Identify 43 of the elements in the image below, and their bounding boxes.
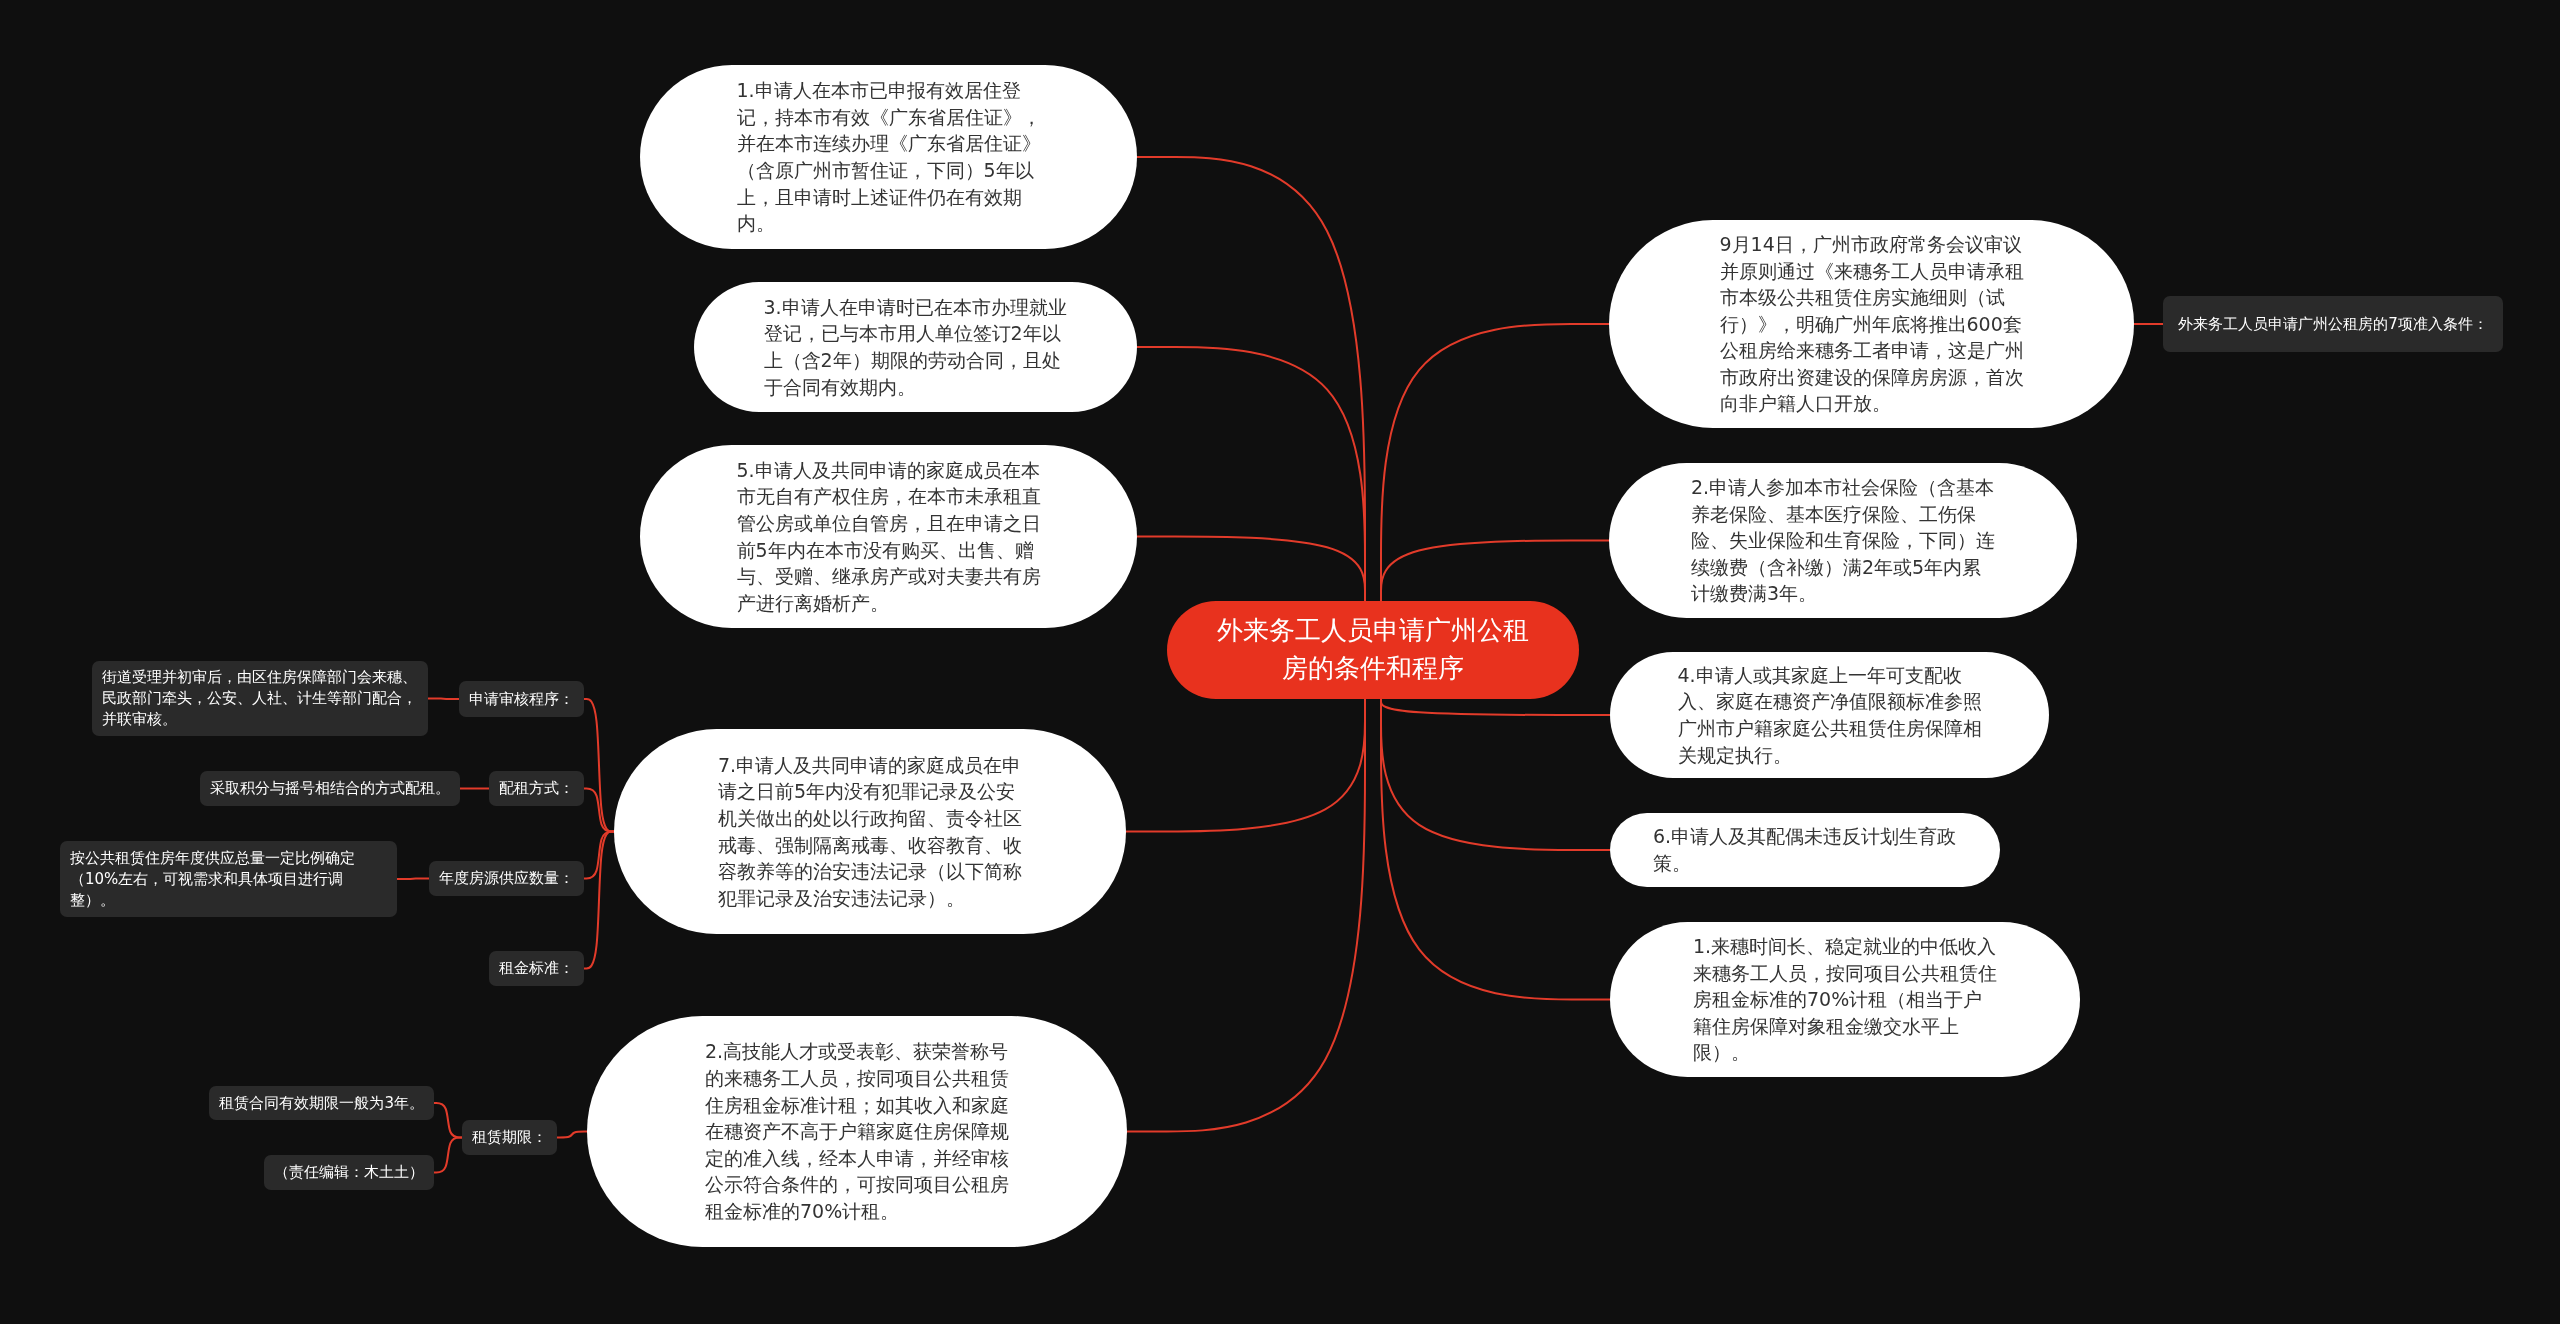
- node-text: 租赁合同有效期限一般为3年。: [219, 1092, 424, 1114]
- node-text: 1.申请人在本市已申报有效居住登记，持本市有效《广东省居住证》，并在本市连续办理《广东省居住证》（含原广州市暂住证，下同）5年以上，且申请时上述证件仍在有效期内。: [736, 78, 1041, 237]
- node-text: 6.申请人及其配偶未违反计划生育政策。: [1653, 824, 1957, 876]
- connector-line: [556, 1130, 588, 1139]
- connector-line: [1380, 539, 1610, 602]
- note-label: [200, 771, 460, 806]
- note-label: [92, 661, 428, 736]
- node-text: 租赁期限：: [472, 1127, 547, 1148]
- connector-line: [433, 1102, 463, 1139]
- node-text: 7.申请人及共同申请的家庭成员在申请之日前5年内没有犯罪记录及公安机关做出的处以行政拘留、责令社区戒毒、强制隔离戒毒、收容教育、收容教养等的治安违法记录（以下简称犯罪记录及治安违法记录）。: [718, 752, 1022, 911]
- node-text: 按公共租赁住房年度供应总量一定比例确定（10%左右，可视需求和具体项目进行调整）。: [70, 847, 356, 911]
- note-label: [489, 771, 584, 806]
- node-text: 4.申请人或其家庭上一年可支配收入、家庭在穗资产净值限额标准参照广州市户籍家庭公共租赁住房保障相关规定执行。: [1677, 662, 1982, 768]
- connector-line: [583, 830, 615, 970]
- node-text: 9月14日，广州市政府常务会议审议并原则通过《来穗务工人员申请承租市本级公共租赁住房实施细则（试行）》，明确广州年底将推出600套公租房给来穗务工者申请，这是广州市政府出资建设的保障房房源，首次向非户籍人口开放。: [1719, 231, 2024, 417]
- note-label: [459, 681, 584, 717]
- note-label: [209, 1086, 434, 1120]
- note-label: [264, 1155, 434, 1190]
- connector-line: [427, 697, 460, 700]
- connector-line: [1136, 535, 1366, 602]
- note-label: [429, 861, 584, 896]
- node-text: 2.申请人参加本市社会保险（含基本养老保险、基本医疗保险、工伤保险、失业保险和生育保险，下同）连续缴费（含补缴）满2年或5年内累计缴费满3年。: [1691, 475, 1995, 607]
- note-label: [462, 1120, 557, 1155]
- node-text: 1.来穗时间长、稳定就业的中低收入来穗务工人员，按同项目公共租赁住房租金标准的70%计租（相当于户籍住房保障对象租金缴交水平上限）。: [1693, 934, 1997, 1066]
- connector-line: [2133, 323, 2164, 325]
- node-text: 街道受理并初审后，由区住房保障部门会来穗、民政部门牵头，公安、人社、计生等部门配合，并联审核。: [102, 667, 418, 730]
- node-text: （责任编辑：木土土）: [274, 1162, 424, 1183]
- note-label: [489, 951, 584, 986]
- connector-line: [459, 787, 490, 790]
- node-text: 外来务工人员申请广州公租房的条件和程序: [1216, 614, 1530, 685]
- node-text: 申请审核程序：: [469, 688, 574, 710]
- note-label: [2163, 296, 2503, 352]
- node-text: 采取积分与摇号相结合的方式配租。: [210, 778, 450, 799]
- node-text: 年度房源供应数量：: [439, 868, 574, 889]
- connector-line: [433, 1136, 463, 1174]
- node-text: 2.高技能人才或受表彰、获荣誉称号的来穗务工人员，按同项目公共租赁住房租金标准计租；如其收入和家庭在穗资产不高于户籍家庭住房保障规定的准入线，经本人申请，并经审核公示符合条件的，可按同项目公租房租金标准的70%计租。: [705, 1039, 1009, 1224]
- node-text: 外来务工人员申请广州公租房的7项准入条件：: [2178, 313, 2488, 335]
- node-text: 5.申请人及共同申请的家庭成员在本市无自有产权住房，在本市未承租直管公房或单位自管房，且在申请之日前5年内在本市没有购买、出售、赠与、受赠、继承房产或对夫妻共有房产进行离婚析产。: [736, 457, 1041, 616]
- node-text: 租金标准：: [499, 958, 574, 979]
- node-text: 配租方式：: [499, 778, 574, 799]
- connector-line: [396, 877, 430, 880]
- node-text: 3.申请人在申请时已在本市办理就业登记，已与本市用人单位签订2年以上（含2年）期限的劳动合同，且处于合同有效期内。: [763, 294, 1068, 400]
- note-label: [60, 841, 397, 917]
